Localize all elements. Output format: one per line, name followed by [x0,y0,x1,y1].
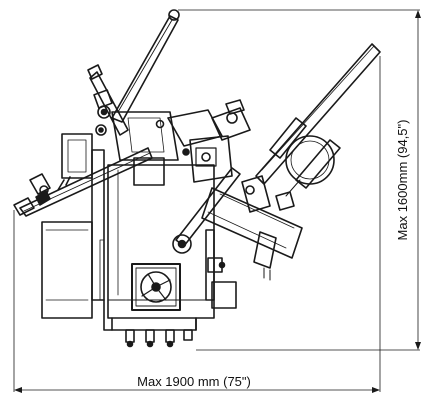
left-column [41,221,105,319]
width-arrow-right [372,387,380,393]
width-dimension-label: Max 1900 mm (75") [137,374,251,389]
right-disc [285,135,335,185]
machine-drawing [13,9,381,348]
left-tool-arm [13,147,153,217]
upper-left-arm [87,9,180,136]
height-arrow-bottom [415,342,421,350]
height-dimension-label: Max 1600mm (94,5") [395,120,410,241]
width-arrow-left [14,387,22,393]
right-supports [205,175,295,309]
left-side-bracket [61,133,105,301]
right-boom-arm [255,43,381,197]
dimension-lines [13,9,421,393]
machine-base-feet [125,329,193,348]
tilted-cylinder-arm [172,167,241,254]
machine-body [103,111,215,331]
fan-motor-box [131,263,181,311]
height-arrow-top [415,10,421,18]
right-tilted-housing [201,185,303,281]
head-assembly [167,99,251,183]
